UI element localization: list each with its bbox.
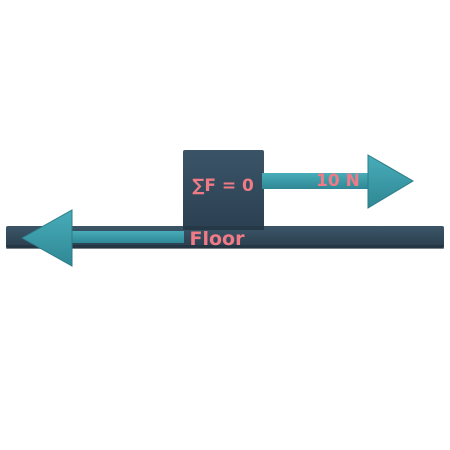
floor-shadow [6,245,444,249]
net-force-label: ∑F = 0 [192,176,254,196]
left-force-arrow-icon [20,209,184,267]
left-arrow-shaft [66,231,184,243]
block-body [183,150,264,230]
right-force-arrow-icon: 10 N [262,154,414,209]
block: ∑F = 0 [183,150,264,230]
floor-label: Floor [190,228,246,250]
block-shadow [183,226,264,230]
left-arrow-head [20,209,73,267]
right-force-label: 10 N [316,171,360,191]
right-arrow-head [367,154,414,209]
right-arrow-shaft [262,173,372,189]
